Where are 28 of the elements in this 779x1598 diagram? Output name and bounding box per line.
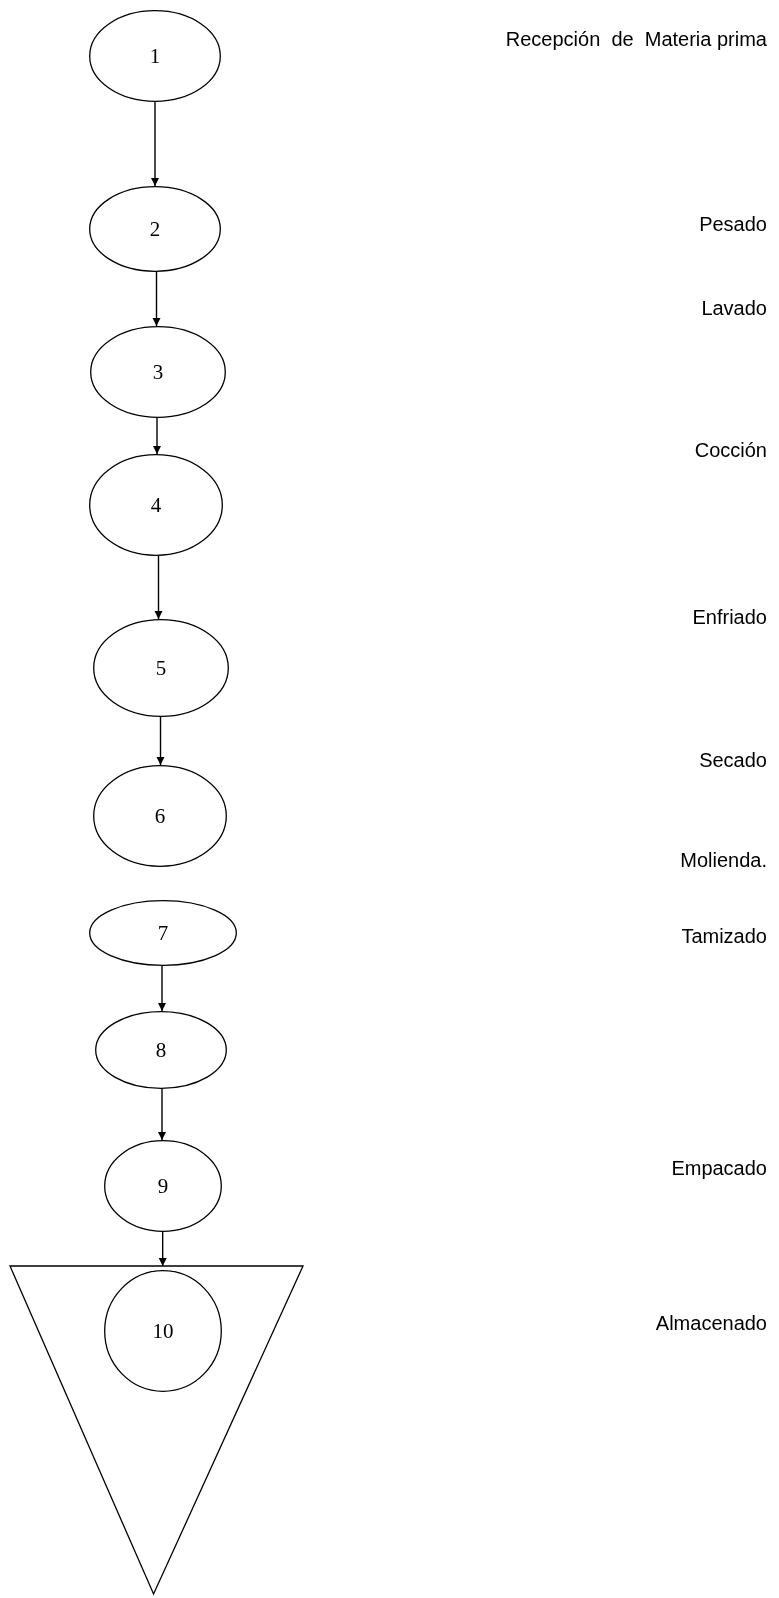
step-number: 3 (151, 360, 165, 384)
arrow (152, 271, 161, 327)
step-label: Tamizado (681, 924, 767, 948)
arrow (153, 417, 161, 455)
step-label: Recepción de Materia prima (505, 27, 767, 51)
step-label: Enfriado (692, 605, 767, 629)
step-label: Secado (699, 748, 767, 772)
step-number: 5 (154, 656, 168, 680)
step-label: Almacenado (655, 1311, 767, 1335)
step-number: 2 (148, 217, 162, 241)
step-label: Cocción (694, 438, 767, 462)
step-number: 6 (153, 804, 167, 828)
step-number: 8 (154, 1038, 168, 1062)
step-number: 4 (149, 493, 163, 517)
step-label: Molienda. (680, 848, 767, 872)
step-label: Pesado (699, 212, 767, 236)
step-number: 9 (156, 1174, 170, 1198)
arrow (156, 716, 165, 766)
arrow (154, 555, 163, 620)
step-label: Lavado (701, 296, 767, 320)
arrow (151, 101, 159, 187)
step-number: 10 (151, 1319, 175, 1343)
step-number: 7 (156, 921, 170, 945)
arrow (158, 1088, 166, 1141)
step-label: Empacado (671, 1156, 767, 1180)
arrow (158, 1231, 167, 1267)
step-number: 1 (148, 44, 162, 68)
arrow (158, 965, 166, 1012)
